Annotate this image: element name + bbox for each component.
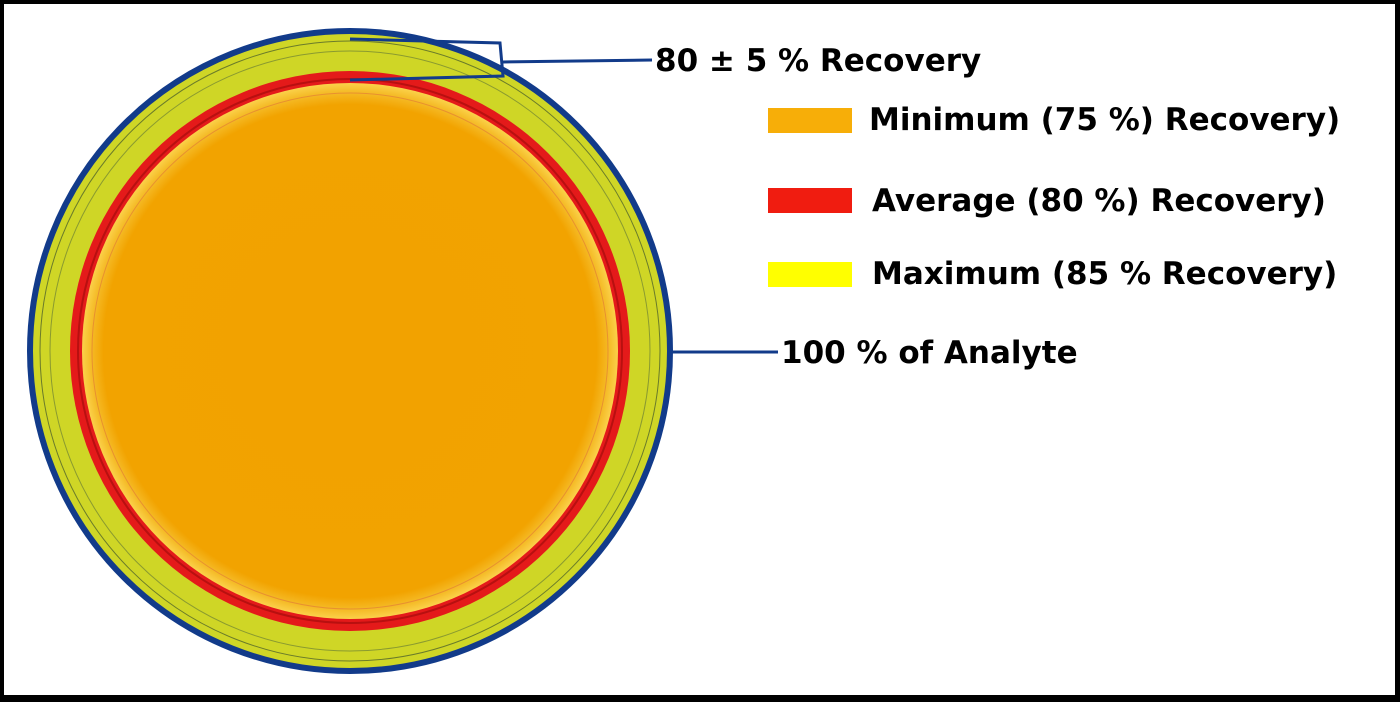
minimum-recovery-core [82, 83, 618, 619]
legend-swatch-average [768, 188, 852, 213]
recovery-range-leader [502, 58, 653, 64]
band-inner-guide-circle [49, 50, 651, 652]
legend-label-minimum: Minimum (75 %) Recovery) [869, 102, 1341, 138]
recovery-range-label: 80 ± 5 % Recovery [655, 43, 982, 79]
recovery-range-bracket [349, 37, 505, 82]
total-analyte-label: 100 % of Analyte [781, 335, 1078, 371]
legend-label-average: Average (80 %) Recovery) [872, 183, 1326, 219]
legend-swatch-minimum [768, 108, 852, 133]
legend-label-maximum: Maximum (85 % Recovery) [872, 256, 1338, 292]
core-inner-guide-circle [91, 92, 609, 610]
maximum-guide-circle [39, 40, 661, 662]
legend-swatch-maximum [768, 262, 852, 287]
